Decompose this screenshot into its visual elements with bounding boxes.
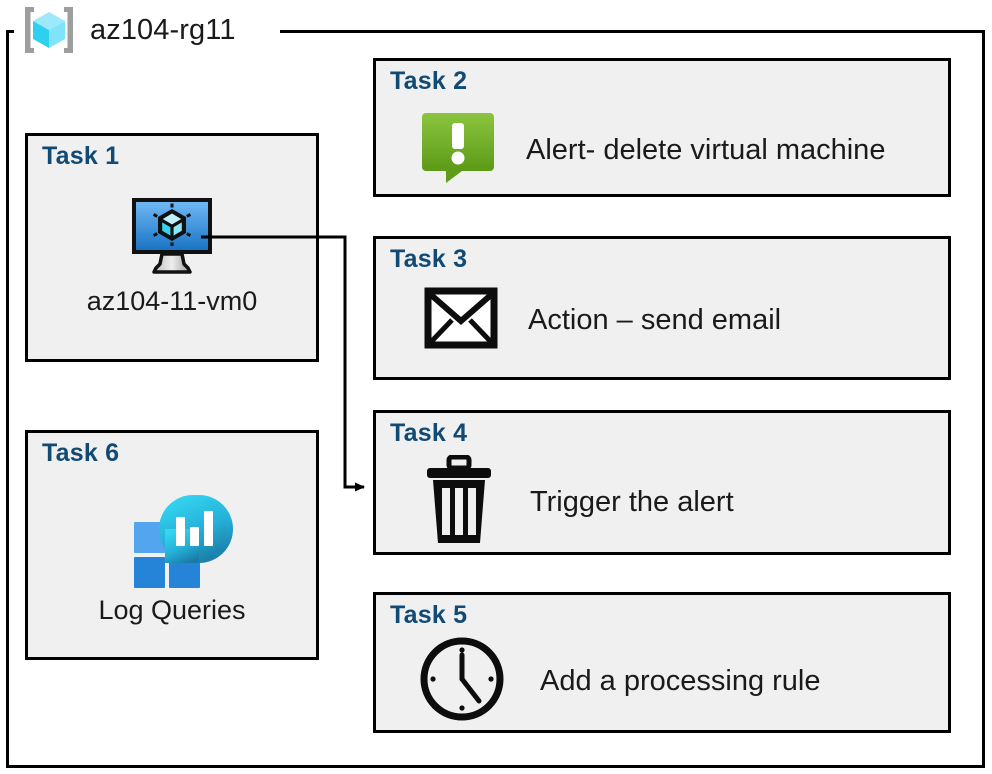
task2-title: Task 2: [390, 67, 468, 95]
azure-resource-group-icon: [18, 3, 80, 57]
trash-can-icon: [424, 454, 494, 550]
task4-label: Trigger the alert: [530, 486, 734, 518]
task5-title: Task 5: [390, 601, 468, 629]
task3-content: Action – send email: [424, 287, 781, 354]
task-card-task4[interactable]: Task 4 Trigger the alert: [373, 410, 951, 555]
task-card-task6[interactable]: Task 6: [25, 430, 319, 660]
task5-label: Add a processing rule: [540, 665, 821, 697]
task4-content: Trigger the alert: [424, 454, 734, 550]
virtual-machine-icon: [28, 194, 316, 281]
clock-icon: [418, 635, 506, 728]
alert-bubble-icon: [418, 109, 498, 192]
task6-title: Task 6: [42, 439, 120, 467]
task2-content: Alert- delete virtual machine: [418, 109, 885, 192]
task4-title: Task 4: [390, 419, 468, 447]
task3-label: Action – send email: [528, 304, 782, 336]
log-analytics-icon: [28, 485, 316, 596]
envelope-icon: [424, 287, 498, 354]
resource-group-container: [6, 30, 985, 768]
task2-label: Alert- delete virtual machine: [526, 134, 886, 166]
task5-content: Add a processing rule: [418, 635, 821, 728]
task1-caption: az104-11-vm0: [86, 286, 258, 316]
task-card-task1[interactable]: Task 1: [25, 133, 319, 362]
task-card-task5[interactable]: Task 5 Add a processing rule: [373, 592, 951, 733]
task3-title: Task 3: [390, 245, 468, 273]
resource-group-label-gap: [14, 20, 280, 42]
task6-caption: Log Queries: [98, 595, 246, 625]
task1-title: Task 1: [42, 142, 120, 170]
resource-group-header: az104-rg11: [18, 2, 236, 58]
task-card-task2[interactable]: Task 2 Alert- delete virtual machin: [373, 58, 951, 197]
resource-group-name: az104-rg11: [90, 13, 236, 46]
task-card-task3[interactable]: Task 3 Action – send email: [373, 236, 951, 380]
